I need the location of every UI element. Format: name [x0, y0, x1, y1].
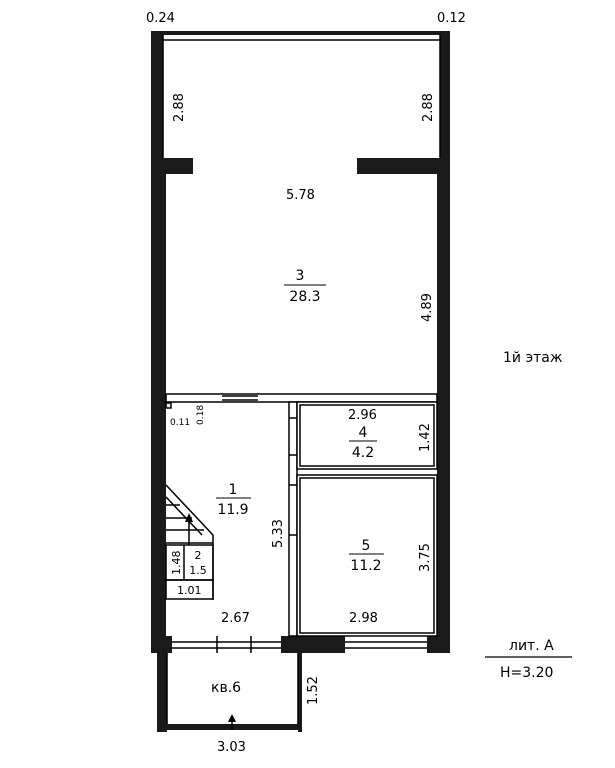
dim-stair-length: 1.48	[170, 551, 183, 576]
dim-balcony-left: 2.88	[172, 93, 187, 122]
room-5-area: 11.2	[350, 558, 381, 574]
dim-balcony-right: 2.88	[421, 93, 436, 122]
dim-porch-height: 1.52	[306, 676, 321, 705]
room-1-area: 11.9	[217, 502, 248, 518]
dim-room5-height: 3.75	[418, 543, 433, 572]
dim-room4-height: 1.42	[418, 423, 433, 452]
dim-top-right-wall: 0.12	[437, 11, 466, 26]
dim-room5-width: 2.98	[349, 611, 378, 626]
porch-right-wall	[298, 652, 302, 732]
fraction-bars	[216, 284, 384, 555]
balcony-top-rail	[151, 31, 450, 35]
inner-lines	[162, 35, 441, 730]
room-4-area: 4.2	[352, 445, 374, 461]
balcony-right-wall	[440, 31, 450, 162]
balcony-left-wall	[151, 31, 163, 162]
dim-room3-height: 4.89	[420, 293, 435, 322]
stair-arrow-head	[185, 513, 193, 522]
height-label: H=3.20	[500, 665, 553, 681]
dim-corner-b: 0.18	[196, 405, 206, 425]
porch-bottom-wall	[157, 724, 302, 730]
room-3-number: 3	[296, 268, 305, 284]
outer-left-wall	[151, 158, 166, 652]
room-3-area: 28.3	[289, 289, 320, 305]
dim-room1-height: 5.33	[271, 519, 286, 548]
room-4-number: 4	[359, 425, 368, 441]
walls	[151, 31, 450, 732]
dim-top-left-wall: 0.24	[146, 11, 175, 26]
dim-porch-width: 3.03	[217, 740, 246, 755]
dim-room3-width: 5.78	[286, 188, 315, 203]
room-5-number: 5	[362, 538, 371, 554]
entry-arrow-head	[228, 714, 236, 722]
floor-label: 1й этаж	[503, 350, 563, 366]
room-2-area: 1.5	[189, 564, 207, 577]
outer-right-wall	[437, 158, 450, 652]
dim-corner-a: 0.11	[170, 418, 190, 428]
dim-room1-width: 2.67	[221, 611, 250, 626]
bottom-wall-seg1	[151, 636, 172, 653]
porch-left-wall	[157, 652, 167, 732]
litera-label: лит. А	[509, 638, 554, 654]
entrance-label: кв.6	[211, 680, 241, 696]
arrows	[185, 513, 236, 722]
room-1-number: 1	[229, 482, 238, 498]
room-2-number: 2	[195, 549, 202, 562]
dim-room4-width: 2.96	[348, 408, 377, 423]
dim-stair-width: 1.01	[177, 584, 202, 597]
wall-return-right	[357, 158, 450, 174]
bottom-wall-seg3	[427, 636, 450, 653]
bottom-wall-seg2	[281, 636, 345, 653]
